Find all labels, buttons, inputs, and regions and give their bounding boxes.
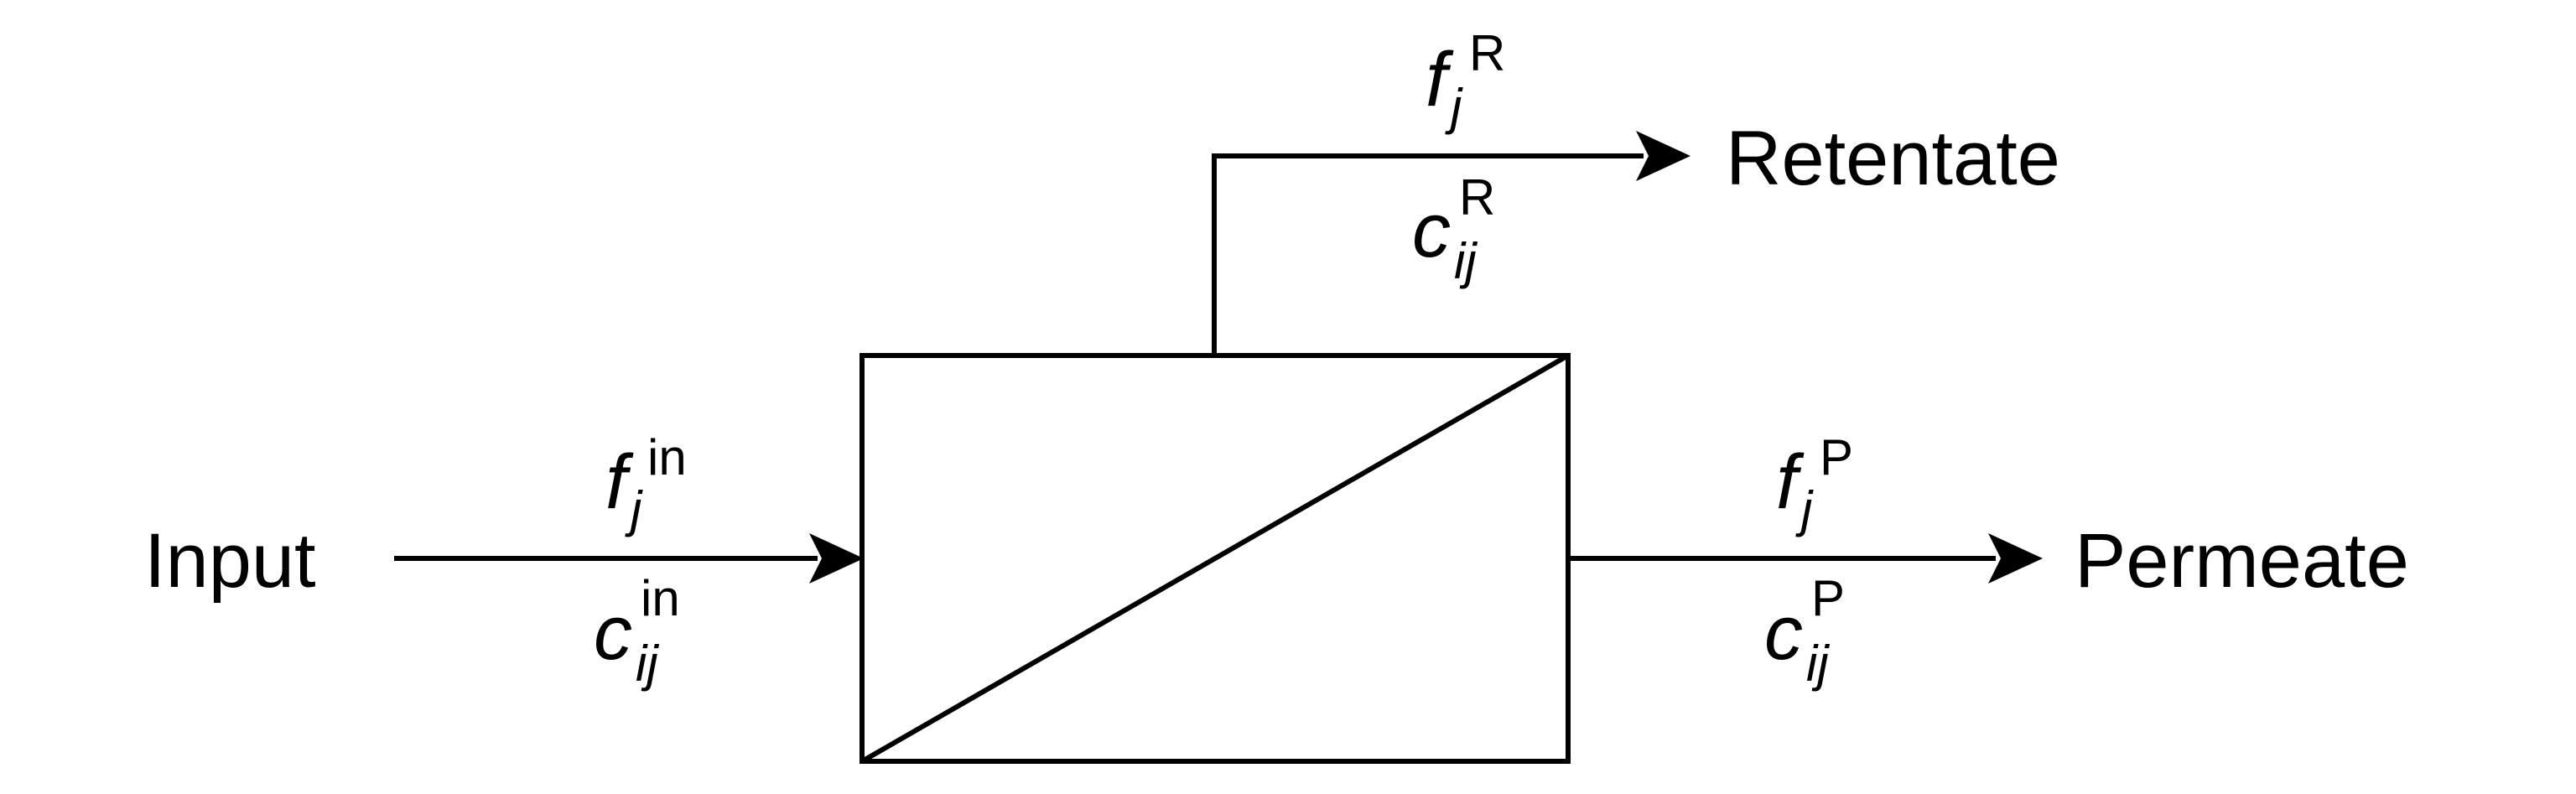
svg-text:c: c [1764, 590, 1803, 676]
permeate-concentration-variable: c ij P [1764, 570, 1845, 692]
svg-text:f: f [1776, 439, 1805, 525]
svg-text:c: c [594, 590, 632, 676]
svg-text:f: f [1426, 37, 1454, 122]
input-label: Input [144, 518, 316, 604]
svg-text:j: j [1795, 481, 1814, 537]
input-arrow-head [809, 533, 864, 584]
retentate-stream-line [1212, 153, 1644, 355]
retentate-concentration-variable: c ij R [1412, 169, 1495, 289]
svg-text:ij: ij [1454, 233, 1478, 289]
svg-text:in: in [641, 570, 680, 626]
svg-text:j: j [625, 481, 643, 537]
svg-text:j: j [1445, 79, 1463, 135]
svg-text:f: f [605, 439, 634, 525]
svg-text:ij: ij [1806, 636, 1830, 692]
retentate-label: Retentate [1726, 116, 2060, 201]
input-flow-variable: f j in [605, 429, 687, 537]
svg-text:R: R [1469, 25, 1505, 81]
svg-text:P: P [1820, 429, 1853, 485]
membrane-diagonal [860, 353, 1570, 764]
input-concentration-variable: c ij in [594, 570, 680, 692]
retentate-flow-variable: f j R [1426, 25, 1505, 135]
svg-text:c: c [1412, 188, 1451, 273]
svg-text:P: P [1811, 570, 1845, 626]
permeate-flow-variable: f j P [1776, 429, 1853, 537]
permeate-label: Permeate [2075, 518, 2409, 604]
svg-text:ij: ij [636, 636, 659, 692]
permeate-arrow-head [1988, 533, 2043, 584]
retentate-arrow-head [1636, 131, 1690, 181]
svg-text:R: R [1459, 169, 1495, 226]
svg-text:in: in [647, 429, 687, 485]
